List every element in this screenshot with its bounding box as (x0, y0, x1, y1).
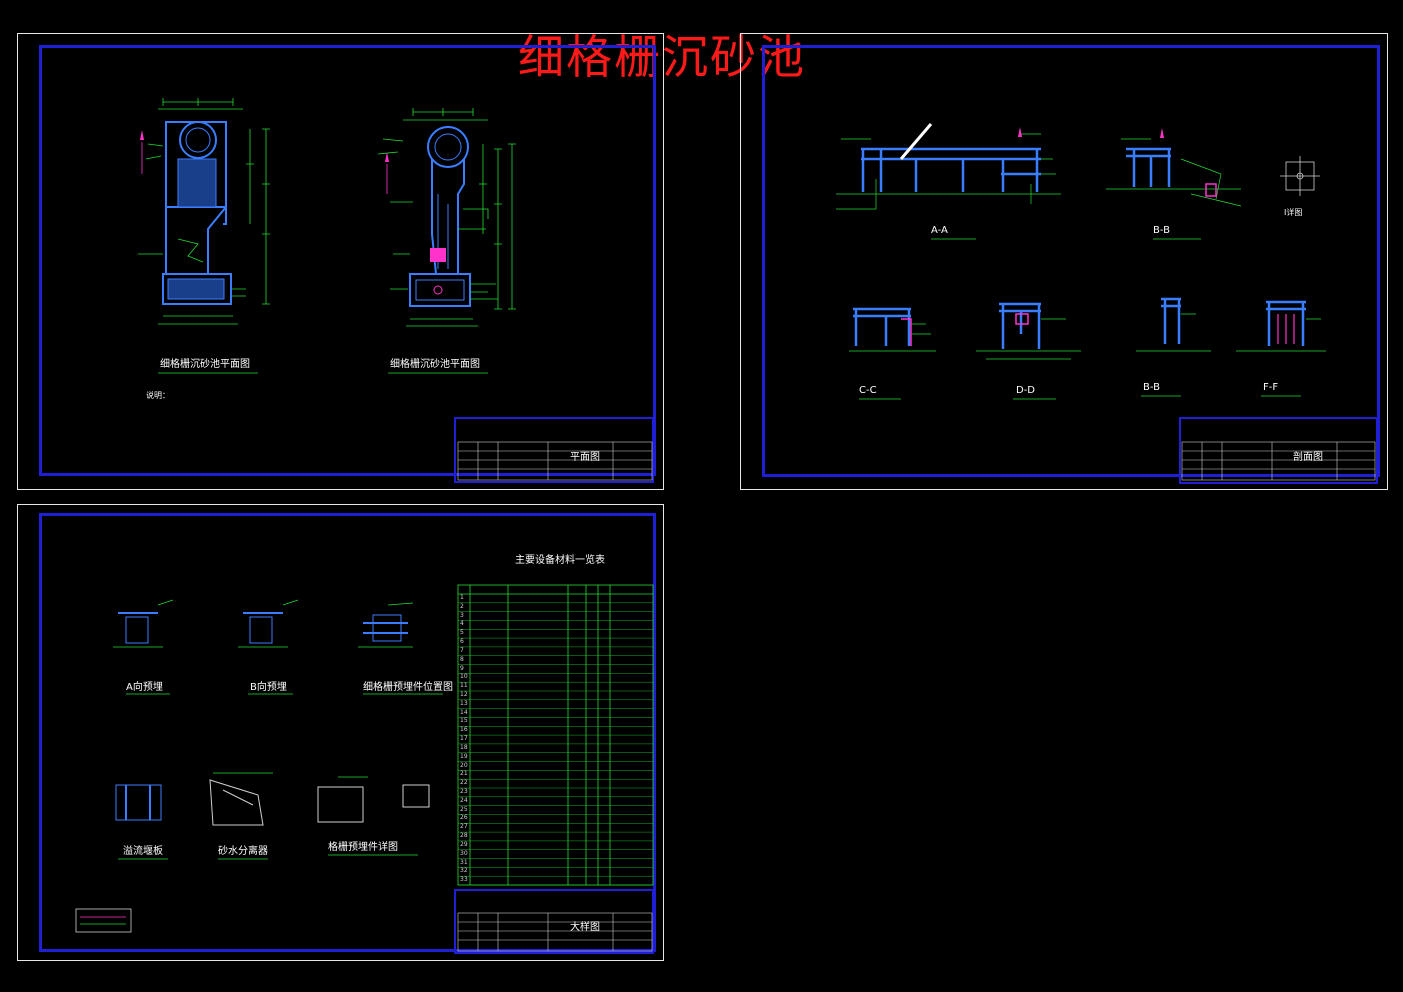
details-drawing (75, 584, 654, 954)
table-row-number: 26 (460, 814, 468, 822)
table-row-number: 30 (460, 849, 468, 857)
table-row-number: 21 (460, 770, 468, 778)
detail-label: 砂水分离器 (218, 846, 268, 857)
table-title: 主要设备材料一览表 (515, 555, 605, 566)
sheet-details[interactable]: A向预埋 B向预埋 细格栅预埋件位置图 溢流堰板 砂水分离器 格栅预埋件详图 主… (17, 504, 664, 961)
detail-i (1280, 156, 1320, 196)
table-row-number: 22 (460, 779, 468, 787)
table-row-number: 29 (460, 840, 468, 848)
table-row-number: 8 (460, 655, 464, 663)
section-underlines (859, 238, 1301, 400)
sheet-sections[interactable]: A-A B-B I详图 C-C D-D B-B F-F 剖面图 (740, 33, 1388, 490)
section-b-b-dims (1106, 138, 1242, 207)
table-row-number: 24 (460, 796, 468, 804)
table-row-number: 15 (460, 717, 468, 725)
plan-view-left (162, 121, 232, 305)
title-block (1179, 417, 1378, 484)
plan-view-right (409, 126, 471, 307)
detail-label: 溢流堰板 (123, 846, 163, 857)
detail-b (243, 612, 283, 644)
plan-view-left-dims (138, 98, 270, 325)
section-d-d-dims (976, 318, 1081, 360)
drawing-frame (39, 45, 656, 476)
section-f-f-bars (1277, 314, 1295, 344)
screen-incline (899, 123, 933, 160)
detail-label: 细格栅预埋件位置图 (363, 682, 453, 693)
detail-embedded (317, 784, 430, 823)
table-row-number: 18 (460, 743, 468, 751)
table-row-number: 5 (460, 629, 464, 637)
titleblock-name: 平面图 (570, 452, 600, 463)
table-row-number: 1 (460, 594, 464, 601)
table-row-number: 6 (460, 638, 464, 646)
title-block-grid (457, 912, 653, 952)
table-row-number: 23 (460, 788, 468, 795)
drawing-frame (762, 45, 1380, 477)
titleblock-name: 大样图 (570, 922, 600, 933)
detail-separator (209, 779, 264, 826)
title-block (454, 417, 654, 483)
detail-weir (115, 784, 162, 821)
table-row-number: 27 (460, 823, 468, 831)
table-row-number: 11 (460, 682, 468, 690)
plan-view-right-dims (377, 108, 516, 327)
section-f-f (1266, 300, 1306, 346)
title-block-grid (1181, 441, 1376, 481)
north-arrow-icon (140, 130, 144, 140)
table-row-number: 13 (460, 699, 468, 707)
table-row-number: 17 (460, 735, 468, 743)
notes-heading: 说明： (146, 391, 170, 400)
table-row-number: 28 (460, 832, 468, 840)
table-row-number: 14 (460, 708, 468, 716)
plan-drawing (138, 98, 654, 483)
main-title: 细格栅沉砂池 (518, 30, 806, 84)
view-title: 细格栅沉砂池平面图 (160, 359, 250, 370)
section-a-a (861, 147, 1041, 192)
table-row-number: 33 (460, 876, 468, 884)
section-c-c-dims (849, 323, 936, 352)
north-arrow-icon (385, 152, 389, 162)
table-row-number: 4 (460, 620, 464, 628)
table-row-number: 2 (460, 602, 464, 610)
section-d-d (999, 302, 1041, 349)
legend-box (75, 908, 132, 933)
section-c-c (853, 307, 911, 346)
title-block-grid (457, 441, 653, 481)
table-row-number: 32 (460, 867, 468, 875)
sections-drawing (836, 123, 1378, 484)
table-row-number: 31 (460, 858, 468, 866)
detail-a (118, 612, 158, 644)
detail-label: 格栅预埋件详图 (328, 842, 398, 853)
section-label: F-F (1263, 382, 1279, 393)
drawing-frame (39, 513, 656, 952)
table-row-number: 3 (460, 611, 464, 619)
table-row-number: 19 (460, 752, 468, 760)
detail-label: I详图 (1284, 208, 1303, 217)
title-block (454, 889, 654, 954)
section-label: D-D (1016, 385, 1036, 396)
table-row-number: 10 (460, 673, 468, 681)
section-a-a-dims (836, 133, 1061, 210)
section-label: C-C (859, 385, 877, 396)
section-label: A-A (931, 225, 948, 236)
section-b-b-2-dims (1136, 313, 1211, 352)
table-row-number: 12 (460, 691, 468, 698)
section-label: B-B (1143, 382, 1160, 393)
section-label: B-B (1153, 225, 1170, 236)
detail-label: A向预埋 (126, 682, 163, 693)
equipment-table-rows (458, 602, 653, 886)
view-title: 细格栅沉砂池平面图 (390, 359, 480, 370)
table-row-number: 9 (460, 664, 464, 672)
table-row-number: 25 (460, 805, 468, 813)
table-row-number: 16 (460, 726, 468, 734)
table-row-number: 7 (460, 646, 464, 654)
table-row-number: 20 (460, 761, 468, 769)
titleblock-name: 剖面图 (1293, 452, 1323, 463)
section-b-b-2 (1161, 297, 1181, 344)
section-b-b (1126, 147, 1171, 187)
detail-underlines (118, 693, 443, 860)
detail-c (363, 614, 408, 642)
detail-label: B向预埋 (250, 682, 287, 693)
sheet-plan[interactable]: 细格栅沉砂池平面图 细格栅沉砂池平面图 说明： 平面图 (17, 33, 664, 490)
